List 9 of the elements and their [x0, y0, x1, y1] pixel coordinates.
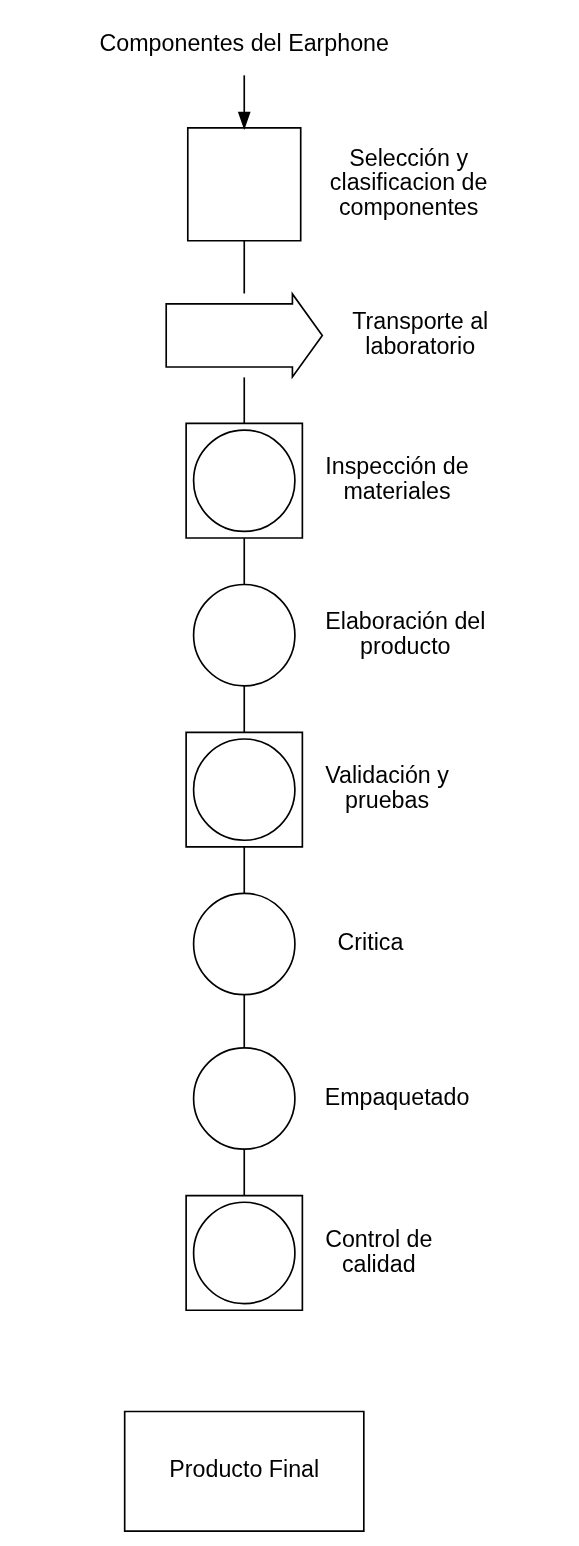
node-label: Selección y clasificacion de componentes: [329, 144, 488, 221]
node-label: Empaquetado: [324, 1083, 470, 1110]
node-label: Inspección de materiales: [325, 453, 469, 505]
node-label: Transporte al laboratorio: [352, 308, 489, 360]
node-label: Elaboración del producto: [325, 607, 486, 659]
node-text: Componentes del Earphone: [99, 29, 389, 56]
node-label: Critica: [337, 929, 404, 956]
node-label: Control de calidad: [325, 1225, 433, 1277]
node-label: Validación y pruebas: [325, 762, 449, 814]
